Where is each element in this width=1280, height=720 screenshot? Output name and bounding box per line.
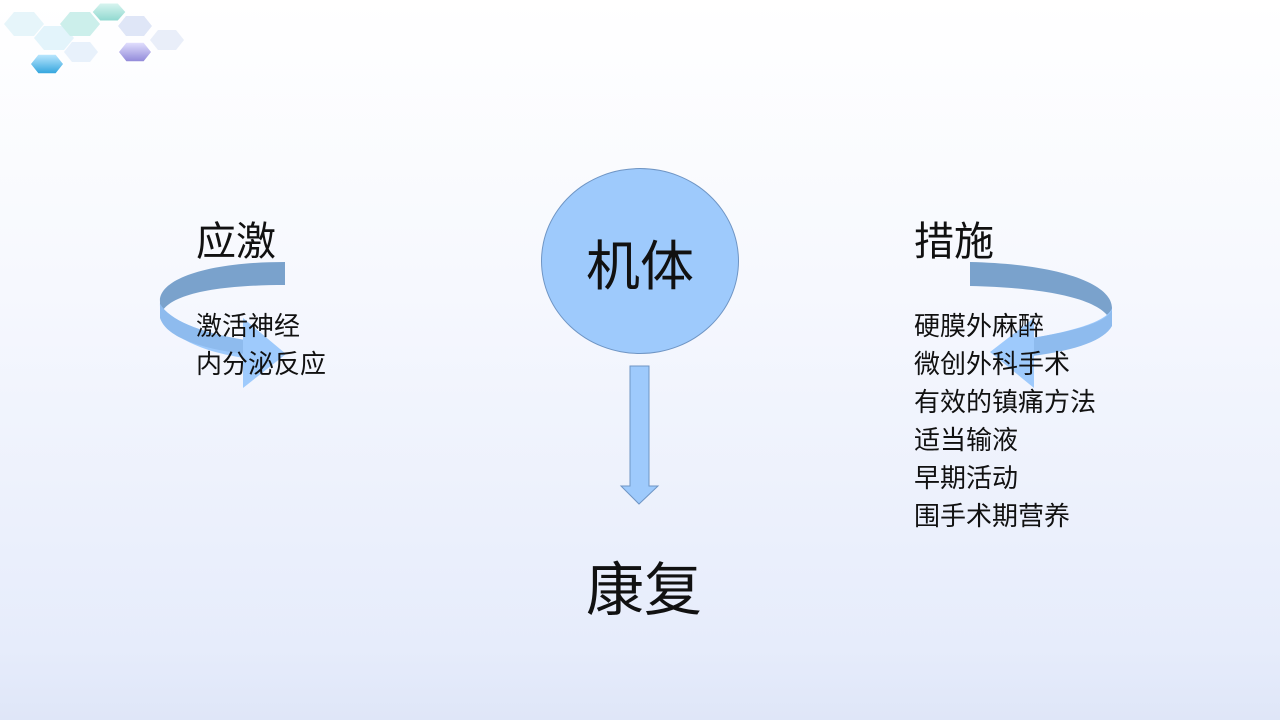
circle-label: 机体 [586, 234, 694, 298]
list-item: 硬膜外麻醉 [914, 312, 1045, 342]
list-item: 有效的镇痛方法 [914, 388, 1097, 418]
right-cycle-arrow-icon [970, 262, 1112, 388]
right-title: 措施 [914, 219, 994, 265]
list-item: 微创外科手术 [914, 350, 1071, 380]
left-cycle-arrow-icon [159, 262, 286, 388]
left-list: 激活神经 内分泌反应 [196, 308, 326, 384]
body-circle: 机体 [541, 168, 739, 354]
hexagon-cluster-icon [4, 2, 184, 75]
list-item: 早期活动 [914, 464, 1019, 494]
list-item: 围手术期营养 [914, 502, 1071, 532]
list-item: 激活神经 [196, 312, 301, 342]
recovery-label: 康复 [586, 556, 703, 624]
list-item: 适当输液 [914, 426, 1019, 456]
right-list: 硬膜外麻醉 微创外科手术 有效的镇痛方法 适当输液 早期活动 围手术期营养 [914, 308, 1096, 536]
down-arrow-icon [619, 365, 660, 505]
left-title: 应激 [196, 219, 276, 265]
list-item: 内分泌反应 [196, 350, 327, 380]
